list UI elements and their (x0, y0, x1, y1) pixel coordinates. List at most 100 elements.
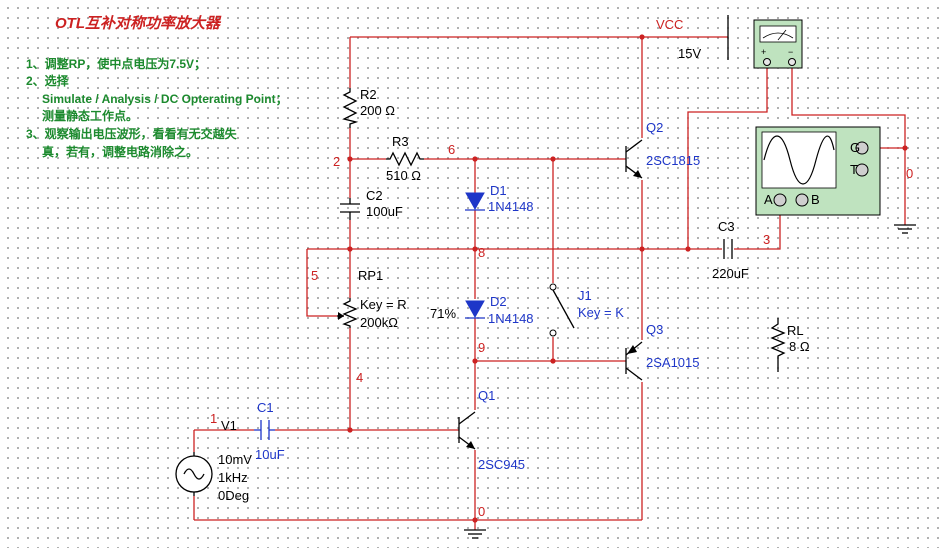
scope-ground-terminal[interactable] (855, 141, 869, 155)
r3-value: 510 Ω (386, 168, 421, 183)
rp1-setting: 71% (430, 306, 456, 321)
j1-contact (549, 329, 557, 337)
wires (193, 36, 906, 530)
wire-node5 (306, 249, 344, 317)
d2-ref: D2 (490, 294, 507, 309)
j1-blade (552, 289, 575, 329)
q3-arrow (627, 345, 637, 354)
node-labels: 1 2 3 4 5 6 8 9 0 0 (210, 142, 913, 519)
transistor-q2[interactable]: Q2 2SC1815 (625, 120, 700, 179)
transistor-q1[interactable]: Q1 2SC945 (458, 388, 525, 472)
node-label: 0 (906, 166, 913, 181)
scope-channel-b-label: B (811, 192, 820, 207)
wire-node3 (734, 220, 781, 250)
q3-part: 2SA1015 (646, 355, 700, 370)
scope-channel-a-terminal[interactable] (773, 193, 787, 207)
voltmeter-minus-terminal[interactable] (788, 58, 796, 66)
voltmeter-plus-terminal[interactable] (763, 58, 771, 66)
vcc-label: VCC (656, 17, 683, 32)
junction-dot (550, 358, 556, 364)
node-label: 1 (210, 411, 217, 426)
q2-collector (625, 139, 643, 153)
resistor-rl[interactable]: RL 8 Ω (770, 318, 810, 372)
scope-trigger-terminal[interactable] (855, 163, 869, 177)
c2-ref: C2 (366, 188, 383, 203)
scope-channel-b-terminal[interactable] (795, 193, 809, 207)
node-label: 6 (448, 142, 455, 157)
voltmeter-plus-label: + (761, 47, 766, 57)
q1-ref: Q1 (478, 388, 495, 403)
note-line: 3、观察输出电压波形，看看有无交越失 (26, 126, 238, 141)
scope-ground-label: G (850, 140, 860, 155)
scope-waveform (763, 135, 835, 185)
q2-arrow (633, 170, 642, 178)
ground-symbol (894, 224, 916, 234)
junction-dot (902, 145, 908, 151)
v1-amplitude: 10mV (218, 452, 252, 467)
potentiometer-rp1[interactable]: RP1 Key = R 200kΩ 71% (337, 268, 456, 330)
node-label: 4 (356, 370, 363, 385)
j1-key: Key = K (578, 305, 624, 320)
c2-value: 100uF (366, 204, 403, 219)
resistor-r3[interactable]: R3 510 Ω (386, 134, 424, 183)
rp1-ref: RP1 (358, 268, 383, 283)
c1-value: 10uF (255, 447, 285, 462)
rp1-value: 200kΩ (360, 315, 398, 330)
diode-d1[interactable]: D1 1N4148 (465, 183, 534, 214)
capacitor-c1[interactable]: C1 10uF (254, 400, 285, 462)
oscilloscope-instrument[interactable]: A B G T (755, 126, 881, 216)
d1-part: 1N4148 (488, 199, 534, 214)
node-label: 0 (478, 504, 485, 519)
junction-dot (550, 156, 556, 162)
wire-node0 (791, 65, 906, 225)
junction-dot (639, 34, 645, 40)
vcc-supply[interactable]: VCC 15V (656, 15, 729, 61)
r2-symbol (342, 88, 359, 128)
transistor-q3[interactable]: Q3 2SA1015 (625, 322, 700, 381)
node-label: 2 (333, 154, 340, 169)
scope-trigger-label: T (850, 162, 858, 177)
resistor-r2[interactable]: R2 200 Ω (342, 87, 395, 128)
capacitor-c3[interactable]: C3 220uF (712, 219, 749, 281)
diode-d2[interactable]: D2 1N4148 (465, 294, 534, 326)
d2-part: 1N4148 (488, 311, 534, 326)
j1-ref: J1 (578, 288, 592, 303)
junction-dot (347, 156, 353, 162)
scope-channel-a-label: A (764, 192, 773, 207)
voltmeter-instrument[interactable]: + − (753, 19, 803, 69)
d1-symbol (465, 192, 485, 211)
switch-j1[interactable]: J1 Key = K (549, 283, 624, 337)
r3-symbol (386, 151, 424, 167)
j1-contact (549, 283, 557, 291)
note-line: 2、选择 (26, 73, 70, 88)
r3-ref: R3 (392, 134, 409, 149)
voltmeter-display (759, 25, 797, 43)
q2-part: 2SC1815 (646, 153, 700, 168)
junction-dot (472, 246, 478, 252)
voltmeter-minus-label: − (788, 47, 793, 57)
voltmeter-dial (762, 32, 794, 39)
junction-dot (347, 427, 353, 433)
q3-ref: Q3 (646, 322, 663, 337)
v1-frequency: 1kHz (218, 470, 248, 485)
q3-collector (625, 367, 643, 381)
node-label: 5 (311, 268, 318, 283)
rp1-wiper-arrow (338, 312, 344, 320)
v1-phase: 0Deg (218, 488, 249, 503)
junction-dot (472, 358, 478, 364)
scope-screen (761, 131, 837, 189)
q2-ref: Q2 (646, 120, 663, 135)
ground-symbol (464, 529, 486, 539)
capacitor-c2[interactable]: C2 100uF (340, 188, 403, 220)
junction-dot (347, 246, 353, 252)
wire (687, 65, 768, 249)
ac-source-v1[interactable]: V1 10mV 1kHz 0Deg (175, 418, 252, 503)
d1-ref: D1 (490, 183, 507, 198)
c1-ref: C1 (257, 400, 274, 415)
r2-value: 200 Ω (360, 103, 395, 118)
rl-ref: RL (787, 323, 804, 338)
circuit-title: OTL互补对称功率放大器 (55, 14, 222, 32)
node-label: 3 (763, 232, 770, 247)
junction-dots (347, 34, 908, 523)
